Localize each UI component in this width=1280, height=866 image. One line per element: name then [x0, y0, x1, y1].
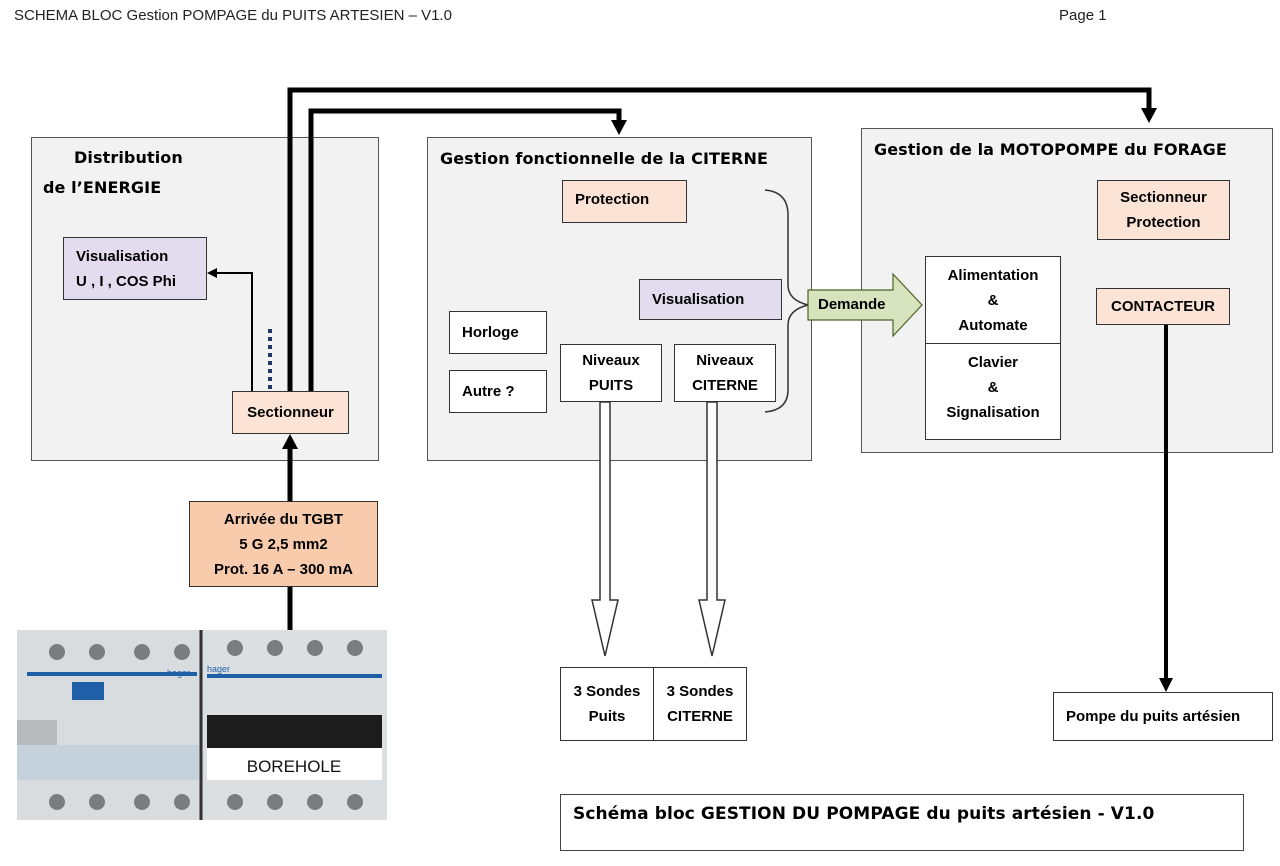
label: Visualisation	[76, 247, 169, 265]
label: Horloge	[462, 324, 519, 341]
label: 3 Sondes	[573, 683, 641, 700]
arrowhead-motopompe	[1141, 108, 1157, 123]
brand-left: hager	[167, 668, 190, 678]
borehole-label: BOREHOLE	[247, 757, 341, 776]
arrowhead-sectionneur	[282, 434, 298, 449]
label: Sectionneur	[247, 404, 334, 421]
group-title: Gestion de la MOTOPOMPE du FORAGE	[874, 140, 1227, 159]
demande-label: Demande	[818, 296, 886, 313]
breaker-photo: BOREHOLE hager hager	[17, 630, 387, 820]
sectionneur-energie[interactable]: Sectionneur	[232, 391, 349, 434]
label: Visualisation	[652, 291, 745, 308]
alimentation-automate[interactable]: Alimentation & Automate	[925, 256, 1061, 345]
horloge[interactable]: Horloge	[449, 311, 547, 354]
label: Prot. 16 A – 300 mA	[214, 560, 353, 578]
arrowhead-pompe	[1159, 678, 1173, 692]
protection-citerne[interactable]: Protection	[562, 180, 687, 223]
sondes-puits[interactable]: 3 Sondes Puits	[560, 667, 654, 741]
group-title-line2: de l’ENERGIE	[43, 178, 162, 197]
contacteur[interactable]: CONTACTEUR	[1096, 288, 1230, 325]
label: Protection	[1126, 214, 1201, 231]
label: PUITS	[588, 377, 634, 394]
label: Clavier	[967, 354, 1019, 371]
label: Pompe du puits artésien	[1066, 708, 1241, 725]
brand-right: hager	[207, 664, 230, 674]
brace-demande	[764, 189, 809, 413]
label: Alimentation	[947, 267, 1039, 284]
label: Protection	[575, 191, 650, 208]
power-line-to-motopompe	[287, 87, 1152, 391]
sondes-citerne[interactable]: 3 Sondes CITERNE	[653, 667, 747, 741]
hollow-arrow-puits	[591, 401, 619, 657]
pompe-puits-artesien[interactable]: Pompe du puits artésien	[1053, 692, 1273, 741]
visualisation-u-i-cosphi[interactable]: Visualisation U , I , COS Phi	[63, 237, 207, 300]
caption-text: Schéma bloc GESTION DU POMPAGE du puits …	[573, 804, 1155, 824]
autre[interactable]: Autre ?	[449, 370, 547, 413]
label: Niveaux	[696, 352, 754, 369]
label: Signalisation	[946, 404, 1040, 421]
arrowhead-citerne	[611, 120, 627, 135]
niveaux-citerne[interactable]: Niveaux CITERNE	[674, 344, 776, 402]
group-title: Gestion fonctionnelle de la CITERNE	[440, 149, 768, 168]
label: CONTACTEUR	[1111, 298, 1215, 315]
label: &	[987, 379, 999, 396]
link-sectionneur-visualisation	[214, 272, 253, 391]
niveaux-puits[interactable]: Niveaux PUITS	[560, 344, 662, 402]
label: 3 Sondes	[666, 683, 734, 700]
label: Sectionneur	[1120, 189, 1207, 206]
sectionneur-protection-motopompe[interactable]: Sectionneur Protection	[1097, 180, 1230, 240]
group-title-line1: Distribution	[74, 148, 183, 167]
visualisation-citerne[interactable]: Visualisation	[639, 279, 782, 320]
label: U , I , COS Phi	[76, 272, 177, 290]
power-line-to-citerne	[308, 108, 622, 391]
hollow-arrow-citerne	[698, 401, 726, 657]
label: Niveaux	[582, 352, 640, 369]
clavier-signalisation[interactable]: Clavier & Signalisation	[925, 343, 1061, 440]
page-number: Page 1	[1059, 7, 1107, 24]
label: Puits	[588, 708, 626, 725]
label: CITERNE	[667, 708, 733, 725]
breaker-illustration: BOREHOLE hager hager	[17, 630, 387, 820]
label: Automate	[958, 317, 1028, 334]
arrowhead-visualisation	[207, 268, 217, 278]
label: Arrivée du TGBT	[223, 510, 344, 528]
label: &	[987, 292, 999, 309]
label: 5 G 2,5 mm2	[239, 535, 328, 553]
document-title: SCHEMA BLOC Gestion POMPAGE du PUITS ART…	[14, 7, 452, 24]
demande-arrow-shape	[807, 272, 923, 338]
label: Autre ?	[462, 383, 515, 400]
label: CITERNE	[692, 377, 758, 394]
arrivee-tgbt[interactable]: Arrivée du TGBT 5 G 2,5 mm2 Prot. 16 A –…	[189, 501, 378, 587]
caption-box: Schéma bloc GESTION DU POMPAGE du puits …	[560, 794, 1244, 851]
